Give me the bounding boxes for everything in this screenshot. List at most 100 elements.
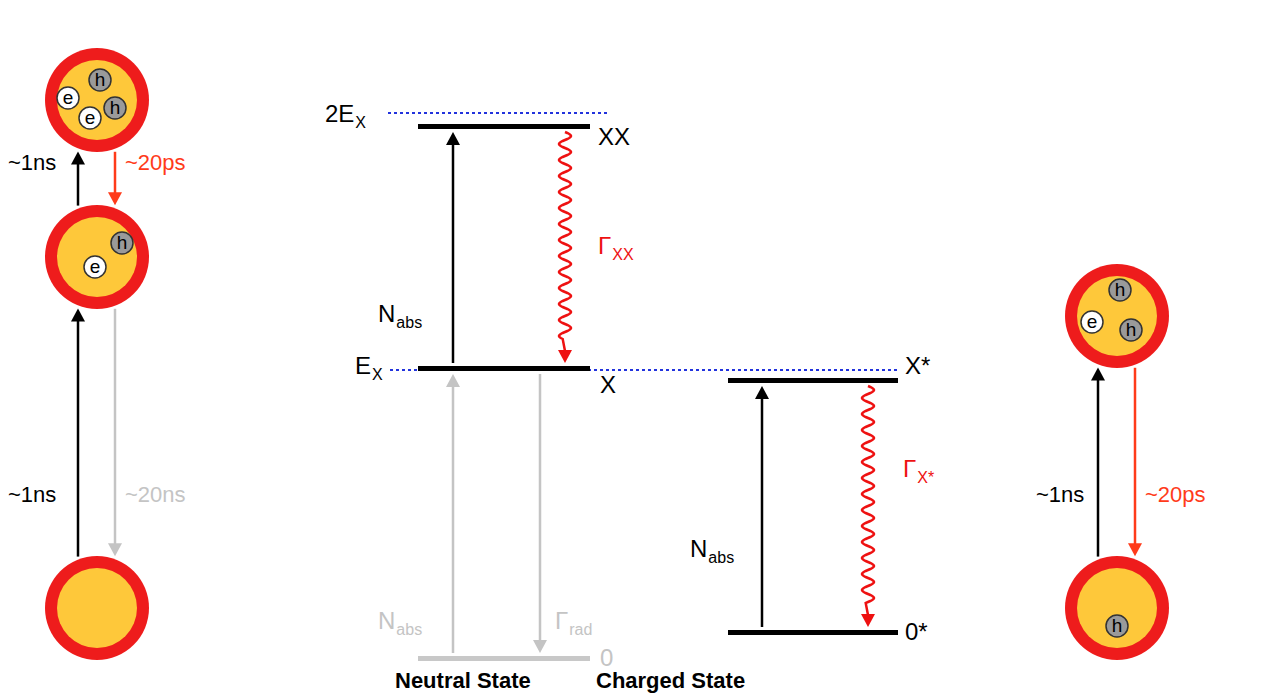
dot-core — [57, 217, 137, 297]
time-label: ~20ps — [125, 150, 186, 176]
arrow-head — [533, 640, 547, 653]
transition-arrow — [108, 309, 122, 556]
carrier-symbol: h — [103, 96, 127, 119]
carrier-circle — [57, 87, 79, 109]
symbol-label: N — [378, 300, 395, 328]
wavy-line — [559, 132, 571, 351]
symbol-label: 2E — [325, 100, 354, 128]
energy-level: 0* — [728, 630, 898, 635]
dot-shell — [1065, 264, 1169, 368]
arrow-shaft — [1097, 379, 1100, 556]
subscript-label: XX — [612, 246, 633, 264]
arrow-shaft — [539, 374, 542, 641]
energy-level: X* — [728, 378, 898, 383]
arrow-head — [1128, 543, 1142, 556]
subscript-label: abs — [396, 314, 422, 332]
carrier-symbol: h — [1108, 278, 1132, 301]
arrow-shaft — [114, 152, 117, 193]
arrow-head — [861, 614, 875, 627]
arrow-shaft — [761, 398, 764, 627]
level-label: 0 — [600, 644, 613, 672]
carrier-circle — [111, 232, 133, 254]
quantum-dot: h — [1065, 556, 1169, 660]
state-caption: Neutral State — [395, 668, 531, 694]
arrow-head — [755, 386, 769, 399]
quantum-dot — [45, 556, 149, 660]
dot-core — [1077, 568, 1157, 648]
dot-shell — [45, 556, 149, 660]
state-caption: Charged State — [596, 668, 745, 694]
subscript-label: abs — [708, 549, 734, 567]
carrier-symbol: h — [110, 231, 134, 254]
charge-carrier: h — [1105, 614, 1129, 638]
subscript-label: abs — [396, 621, 422, 639]
level-label: X — [600, 371, 616, 399]
carrier-circle — [1120, 319, 1142, 341]
charge-carrier: e — [1080, 310, 1104, 334]
energy-level: 0 — [418, 656, 590, 661]
transition-arrow — [533, 374, 547, 653]
carrier-symbol: e — [56, 86, 80, 109]
symbol-label: N — [378, 607, 395, 635]
charge-carrier: e — [56, 86, 80, 110]
dot-shell — [1065, 556, 1169, 660]
transition-arrow — [446, 374, 460, 653]
time-label: ~20ps — [1145, 482, 1206, 508]
dot-shell — [45, 205, 149, 309]
carrier-circle — [1109, 279, 1131, 301]
quantum-dot: heh — [1065, 264, 1169, 368]
carrier-symbol: h — [88, 68, 112, 91]
arrow-head — [446, 132, 460, 145]
symbol-label: E — [355, 352, 371, 380]
carrier-symbol: h — [1119, 318, 1143, 341]
quantum-dot: hehe — [45, 48, 149, 152]
time-label: ~1ns — [8, 482, 56, 508]
charge-carrier: e — [78, 106, 102, 130]
symbol-label: N — [690, 535, 707, 563]
arrow-shaft — [452, 386, 455, 653]
subscript-label: X — [372, 366, 383, 384]
charge-carrier: h — [110, 231, 134, 255]
symbol-label: Γ — [598, 232, 611, 260]
dot-shell — [45, 48, 149, 152]
energy-level: X — [418, 366, 590, 371]
subscript-label: X — [355, 114, 366, 132]
subscript-label: rad — [569, 621, 592, 639]
arrow-head — [1091, 367, 1105, 380]
arrow-head — [71, 308, 85, 321]
arrow-shaft — [1134, 368, 1137, 544]
wavy-line — [862, 386, 874, 615]
arrow-shaft — [77, 320, 80, 556]
wavy-transition-arrow — [558, 132, 572, 363]
dot-outline — [45, 556, 149, 660]
energy-level: XX — [418, 124, 590, 129]
transition-arrow — [1091, 367, 1105, 556]
carrier-symbol: e — [83, 255, 107, 278]
symbol-label: Γ — [903, 455, 916, 483]
dot-core — [57, 60, 137, 140]
arrow-head — [558, 350, 572, 363]
charge-carrier: h — [1119, 318, 1143, 342]
wavy-transition-arrow — [861, 386, 875, 627]
transition-arrow — [71, 151, 85, 205]
arrow-shaft — [114, 309, 117, 544]
level-label: 0* — [905, 618, 928, 646]
time-label: ~1ns — [1036, 482, 1084, 508]
arrow-head — [71, 151, 85, 164]
charge-carrier: h — [103, 96, 127, 120]
time-label: ~20ns — [125, 482, 186, 508]
carrier-symbol: e — [78, 106, 102, 129]
transition-arrow — [755, 386, 769, 627]
carrier-circle — [79, 107, 101, 129]
carrier-circle — [1106, 615, 1128, 637]
dot-core — [57, 568, 137, 648]
carrier-circle — [89, 69, 111, 91]
charge-carrier: h — [88, 68, 112, 92]
arrow-head — [108, 192, 122, 205]
arrow-head — [108, 543, 122, 556]
transition-arrow — [446, 132, 460, 363]
dot-outline — [1065, 556, 1169, 660]
carrier-symbol: e — [1080, 310, 1104, 333]
energy-reference-line — [388, 112, 610, 114]
